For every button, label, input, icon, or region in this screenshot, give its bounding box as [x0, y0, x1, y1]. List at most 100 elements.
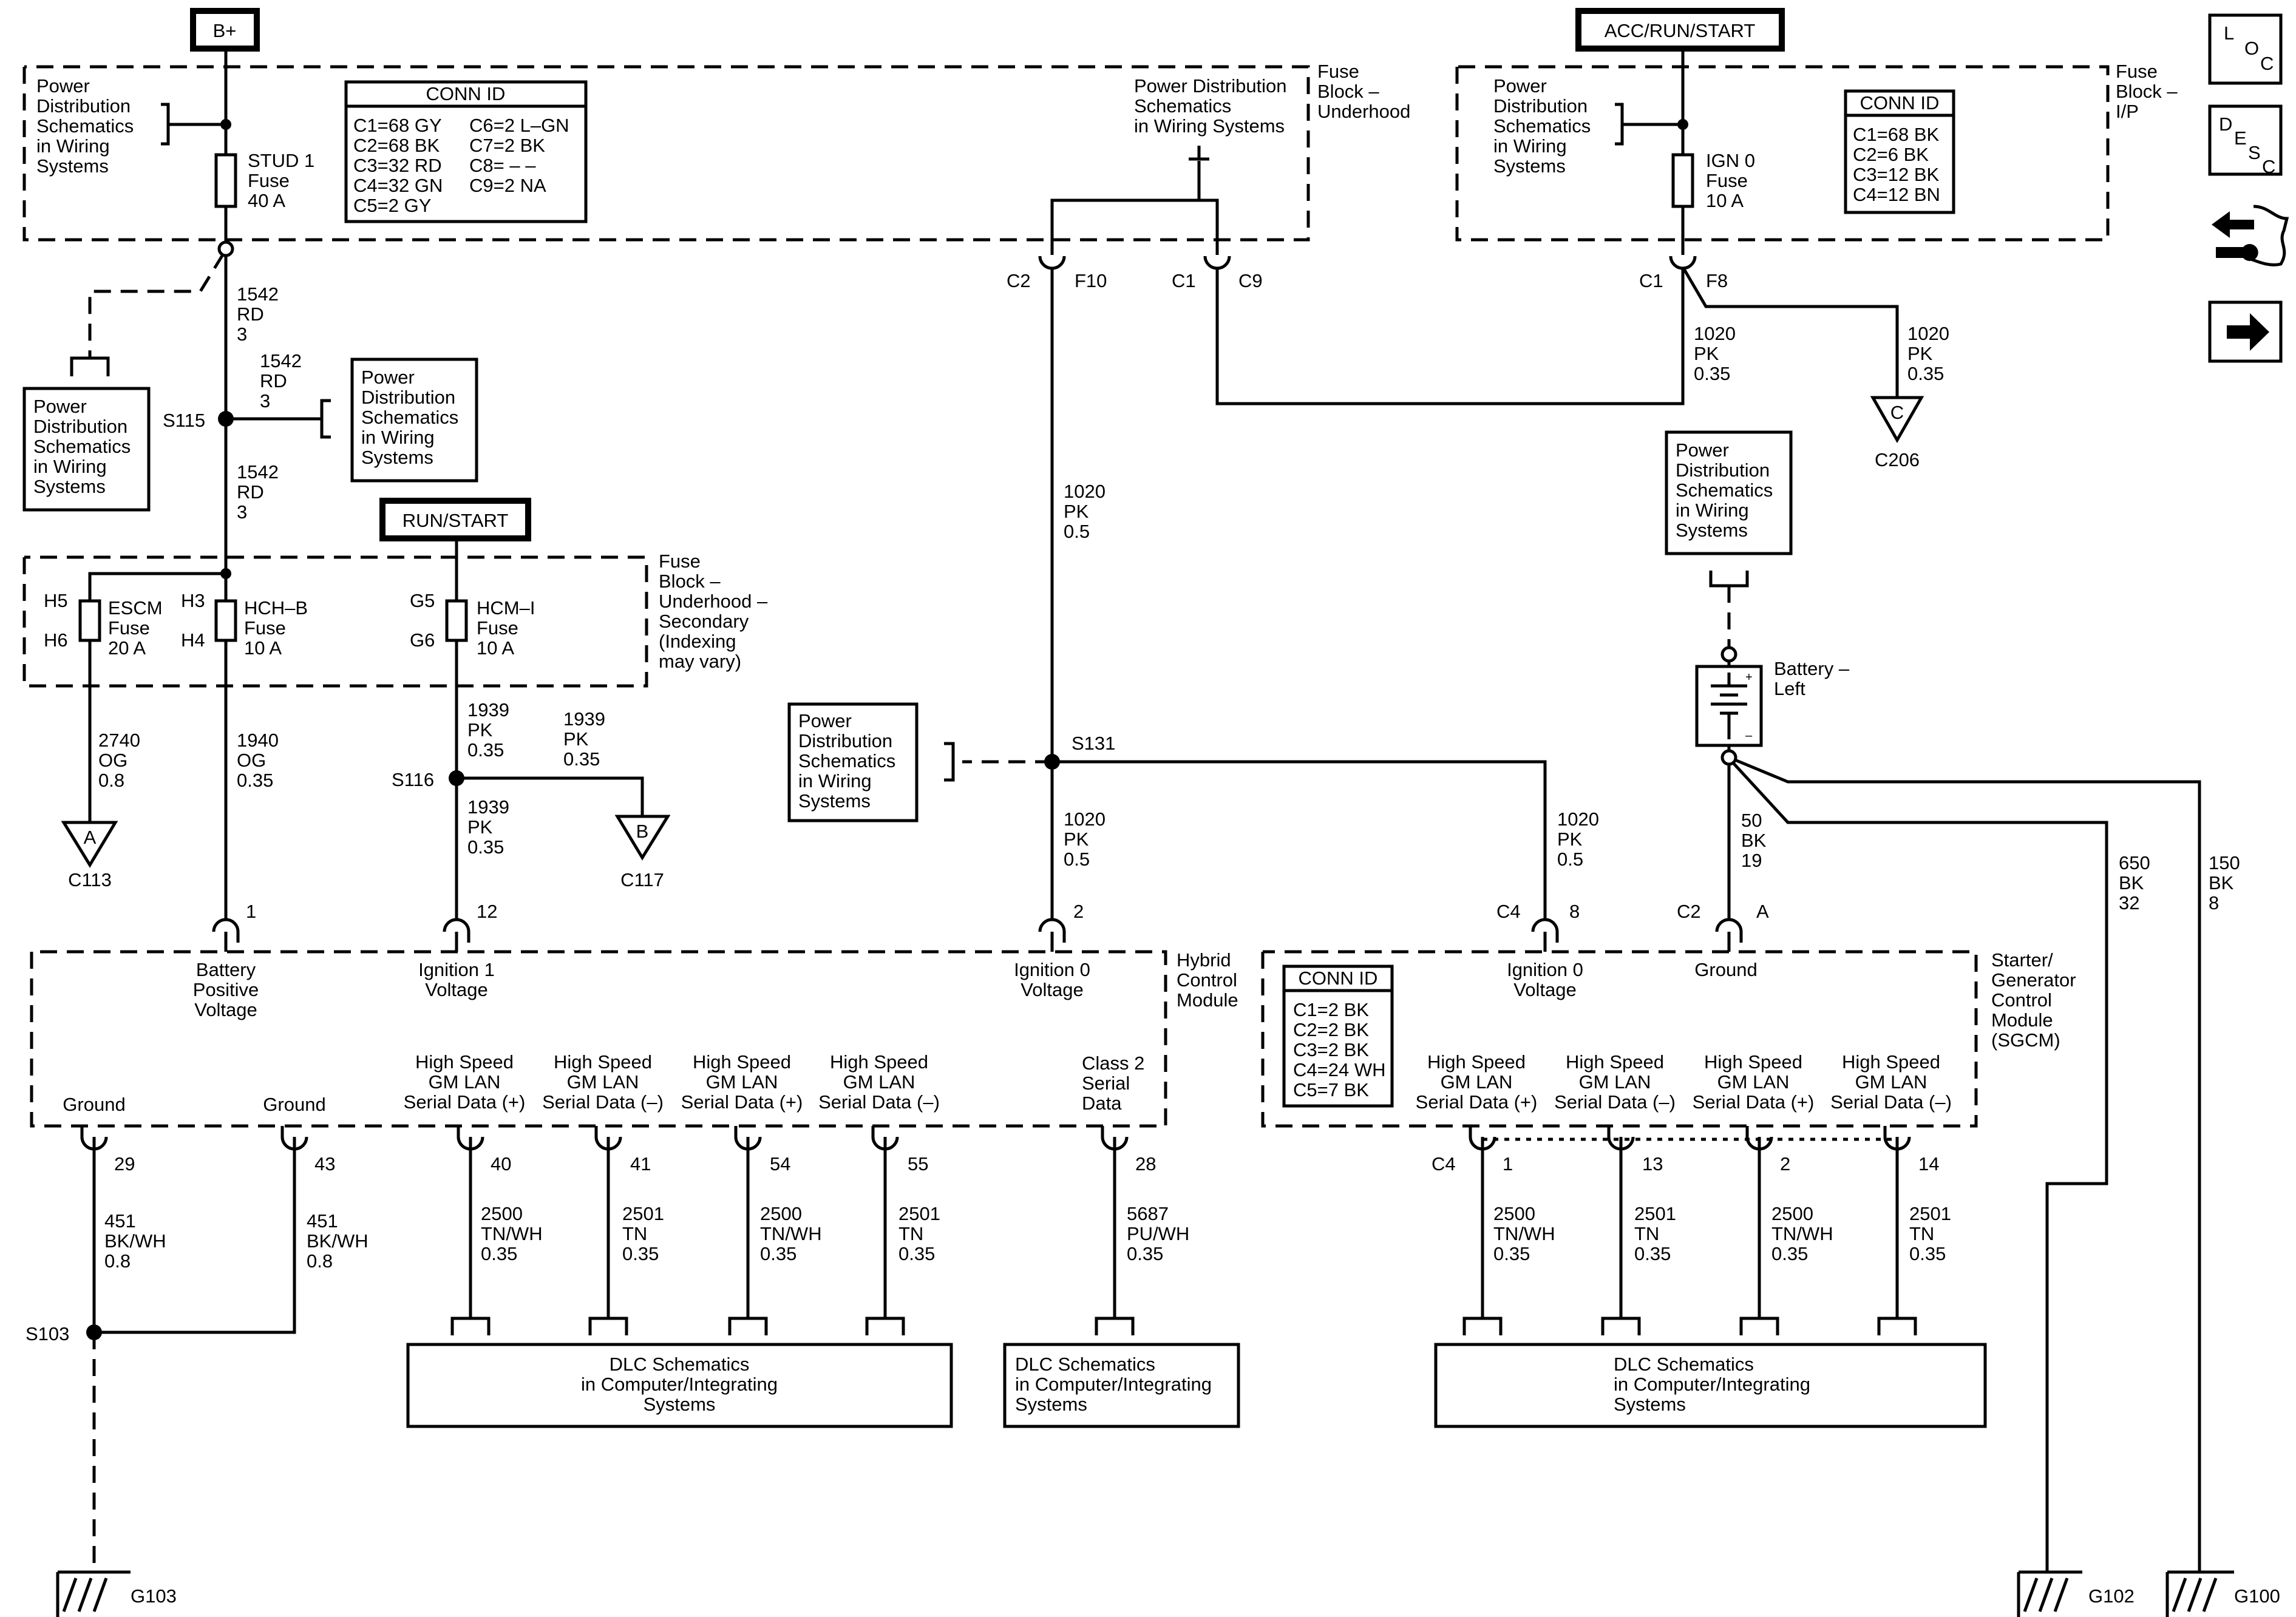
wire-label: 0.35: [1127, 1243, 1163, 1264]
sgcm-pin-desc: Serial Data (–): [1554, 1091, 1676, 1113]
hcmi-label: 10 A: [477, 637, 514, 659]
wire-1939-label-1: 1939 PK 0.35: [467, 699, 509, 761]
wire-label: 1542: [237, 283, 279, 305]
ref-text: Power: [1676, 439, 1729, 461]
conn-id-sgcm: CONN ID C1=2 BK C2=2 BK C3=2 BK C4=24 WH…: [1282, 964, 1394, 1108]
hcm-pin-desc: Voltage: [1021, 979, 1083, 1000]
ref-text: Power Distribution: [1134, 75, 1287, 97]
conn-id-row: C6=2 L–GN: [469, 115, 569, 136]
wire-label: PK: [1064, 501, 1089, 522]
pin-28: 28: [1135, 1153, 1156, 1175]
sgcm-name: Control: [1991, 989, 2052, 1011]
hcm-pin-desc: Serial Data (–): [542, 1091, 664, 1113]
fuse-block-secondary-label: Secondary: [659, 611, 749, 632]
sgcm-pin-desc: High Speed: [1842, 1051, 1940, 1073]
dlc-ref-hcm: DLC Schematics in Computer/Integrating S…: [406, 1317, 953, 1428]
sgcm-pin-desc: Serial Data (+): [1693, 1091, 1815, 1113]
conn-id-underhood: CONN ID C1=68 GY C2=68 BK C3=32 RD C4=32…: [344, 80, 588, 223]
wire-1542-label-1: 1542 RD 3: [237, 283, 279, 345]
dlc-ref-class2: DLC Schematics in Computer/Integrating S…: [1003, 1317, 1240, 1428]
pin-43: 43: [314, 1153, 335, 1175]
wire-label: 0.35: [1907, 363, 1944, 384]
wire-label: 0.35: [1634, 1243, 1671, 1264]
pin-55: 55: [908, 1153, 928, 1175]
ign0-label: IGN 0: [1706, 150, 1755, 171]
pin-label: 12: [477, 901, 497, 922]
wire-label: BK/WH: [307, 1230, 369, 1252]
wire-label: 0.35: [760, 1243, 796, 1264]
hcm-pin-desc: Voltage: [425, 979, 487, 1000]
wire-label: TN/WH: [1493, 1223, 1555, 1244]
ref-text: in Wiring Systems: [1134, 115, 1285, 137]
splice-label: S131: [1072, 733, 1115, 754]
pin-label: H3: [181, 590, 205, 611]
fuse-block-secondary-label: Underhood –: [659, 591, 768, 612]
wire-label: 451: [104, 1210, 136, 1232]
conn-id-title: CONN ID: [426, 83, 506, 104]
hcm-pin-desc: Positive: [193, 979, 259, 1000]
connector-letter: C: [1890, 402, 1904, 423]
ref-text: Schematics: [798, 750, 895, 771]
fuse-block-ip-label: Fuse: [2116, 61, 2158, 82]
ground-label: G103: [131, 1585, 177, 1607]
ref-text: Distribution: [33, 416, 127, 437]
repair-procedure-icon[interactable]: [2212, 205, 2289, 266]
wire-label: 150: [2209, 852, 2240, 873]
wire-label: BK: [2119, 872, 2144, 893]
dlc-text: in Computer/Integrating: [1015, 1374, 1212, 1395]
hcmi-label: HCM–I: [477, 597, 535, 619]
dlc-text: Systems: [1015, 1394, 1087, 1415]
wire-label: 0.8: [307, 1250, 333, 1272]
wire-1020-label-hcm: 1020 PK 0.5: [1064, 808, 1106, 870]
power-distribution-ref-underhood: Power Distribution Schematics in Wiring …: [1050, 75, 1287, 255]
loc-letter-l: L: [2224, 22, 2234, 44]
wire-1542-label-2: 1542 RD 3: [260, 350, 302, 412]
wire-label: 2501: [898, 1203, 940, 1224]
wire-label: PU/WH: [1127, 1223, 1189, 1244]
pin-label: C2: [1007, 270, 1031, 291]
sgcm-pin-desc: GM LAN: [1579, 1071, 1651, 1093]
hcm-pin-desc: Battery: [196, 959, 256, 980]
conn-id-row: C9=2 NA: [469, 175, 546, 196]
pin-29: 29: [114, 1153, 135, 1175]
hcm-hs-neg-41: High Speed GM LAN Serial Data (–): [542, 1051, 664, 1113]
wire-50-label: 50 BK 19: [1741, 810, 1767, 871]
fuse-block-underhood-label-2: Block –: [1317, 81, 1379, 102]
splice-s131: S131: [944, 733, 1547, 920]
ref-text: Power: [33, 396, 87, 417]
sgcm-pin-desc: Ignition 0: [1507, 959, 1583, 980]
conn-id-ip: CONN ID C1=68 BK C2=6 BK C3=12 BK C4=12 …: [1844, 89, 1955, 214]
ref-text: Systems: [798, 790, 871, 812]
wire-650-label: 650 BK 32: [2119, 852, 2150, 914]
wire-2501-label-sgcm-14: 2501 TN 0.35: [1909, 1203, 1951, 1264]
dlc-text: in Computer/Integrating: [1614, 1374, 1810, 1395]
wire-label: 0.5: [1557, 849, 1583, 870]
conn-id-row: C3=12 BK: [1853, 164, 1940, 185]
pin-2-sgcm: 2: [1780, 1153, 1790, 1175]
wire-label: BK: [1741, 830, 1767, 851]
dlc-text: DLC Schematics: [1015, 1354, 1155, 1375]
conn-id-row: C7=2 BK: [469, 135, 545, 156]
conn-id-row: C4=32 GN: [353, 175, 443, 196]
description-view-button[interactable]: D E S C: [2208, 104, 2283, 177]
wire-label: 5687: [1127, 1203, 1169, 1224]
hcm-ground-43: Ground: [263, 1094, 325, 1115]
splice-label: S115: [163, 410, 205, 431]
wire-2500-label-40: 2500 TN/WH 0.35: [481, 1203, 543, 1264]
stud1-fuse: STUD 1 Fuse 40 A: [214, 49, 314, 257]
fuse-block-ip: Fuse Block – I/P: [1455, 61, 2178, 242]
ground-g103: G103: [56, 1570, 177, 1617]
wire-label: PK: [1694, 343, 1719, 364]
conn-id-row: C2=2 BK: [1293, 1019, 1369, 1040]
splice-s103: S103: [25, 1323, 102, 1569]
wire-label: 0.5: [1064, 849, 1090, 870]
hcm-pin-12: 12 Ignition 1 Voltage: [418, 901, 497, 1000]
wire-label: 1020: [1557, 808, 1599, 830]
conn-id-title: CONN ID: [1299, 968, 1378, 989]
connector-c113: A C113: [61, 821, 118, 890]
location-view-button[interactable]: L O C: [2208, 13, 2283, 85]
wire-label: RD: [260, 370, 287, 392]
next-page-button[interactable]: [2208, 300, 2283, 363]
loc-letter-c: C: [2260, 53, 2274, 74]
ref-text: Schematics: [33, 436, 131, 457]
